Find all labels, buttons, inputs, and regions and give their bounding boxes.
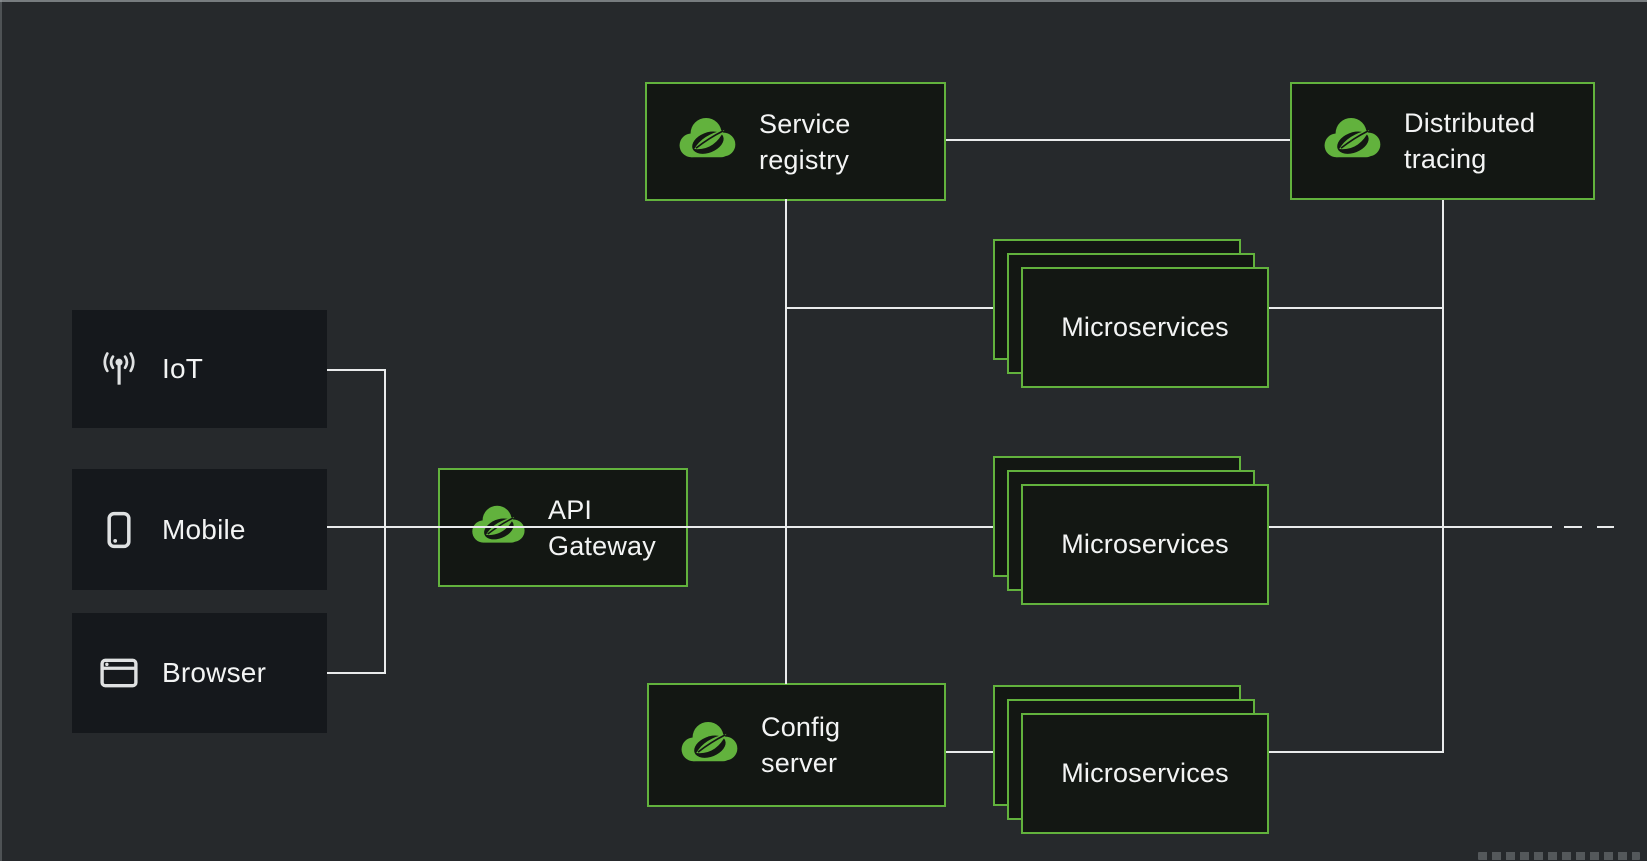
browser-window-icon	[96, 658, 142, 688]
connector-registry-config	[785, 199, 787, 684]
microservices-stack-2: Microservices	[993, 456, 1269, 605]
window-left-edge	[0, 0, 2, 861]
connector-row3-right	[1269, 751, 1444, 753]
spring-cloud-icon	[677, 719, 741, 772]
iot-antenna-icon	[96, 351, 142, 387]
mobile-phone-icon	[96, 511, 142, 549]
connector-iot-stub	[327, 369, 386, 371]
stack-label: Microservices	[1061, 312, 1229, 342]
node-service-registry: Service registry	[645, 82, 946, 201]
stack-card-front: Microservices	[1021, 713, 1269, 834]
stack-label: Microservices	[1061, 758, 1229, 788]
microservices-stack-1: Microservices	[993, 239, 1269, 388]
connector-main-dash-1	[1564, 526, 1582, 528]
node-label-config-server: Config server	[761, 712, 841, 778]
connector-row1-right	[1269, 307, 1444, 309]
connector-tracing-vertical	[1442, 200, 1444, 753]
stack-card-front: Microservices	[1021, 484, 1269, 605]
node-config-server: Config server	[647, 683, 946, 807]
client-label-browser: Browser	[162, 657, 267, 688]
window-top-edge	[0, 0, 1647, 2]
stack-card-front: Microservices	[1021, 267, 1269, 388]
spring-cloud-icon	[675, 115, 739, 168]
spring-cloud-icon	[1320, 115, 1384, 168]
connector-main-left	[327, 526, 993, 528]
connector-row1-left	[785, 307, 993, 309]
client-label-mobile: Mobile	[162, 513, 246, 545]
node-label-service-registry: Service registry	[759, 108, 851, 175]
node-label-api-gateway: API Gateway	[548, 494, 656, 561]
client-box-iot: IoT	[72, 310, 327, 428]
stack-label: Microservices	[1061, 529, 1229, 559]
connector-main-dash-2	[1597, 526, 1614, 528]
node-distributed-tracing: Distributed tracing	[1290, 82, 1595, 200]
node-label-distributed-tracing: Distributed tracing	[1404, 108, 1536, 174]
connector-main-right	[1269, 526, 1552, 528]
connector-row3-left	[946, 751, 994, 753]
client-box-mobile: Mobile	[72, 469, 327, 590]
client-label-iot: IoT	[162, 353, 204, 384]
connector-client-bracket	[384, 369, 386, 674]
cropped-watermark	[1478, 852, 1640, 860]
connector-registry-tracing	[946, 139, 1290, 141]
connector-browser-stub	[327, 672, 386, 674]
microservices-stack-3: Microservices	[993, 685, 1269, 834]
client-box-browser: Browser	[72, 613, 327, 733]
